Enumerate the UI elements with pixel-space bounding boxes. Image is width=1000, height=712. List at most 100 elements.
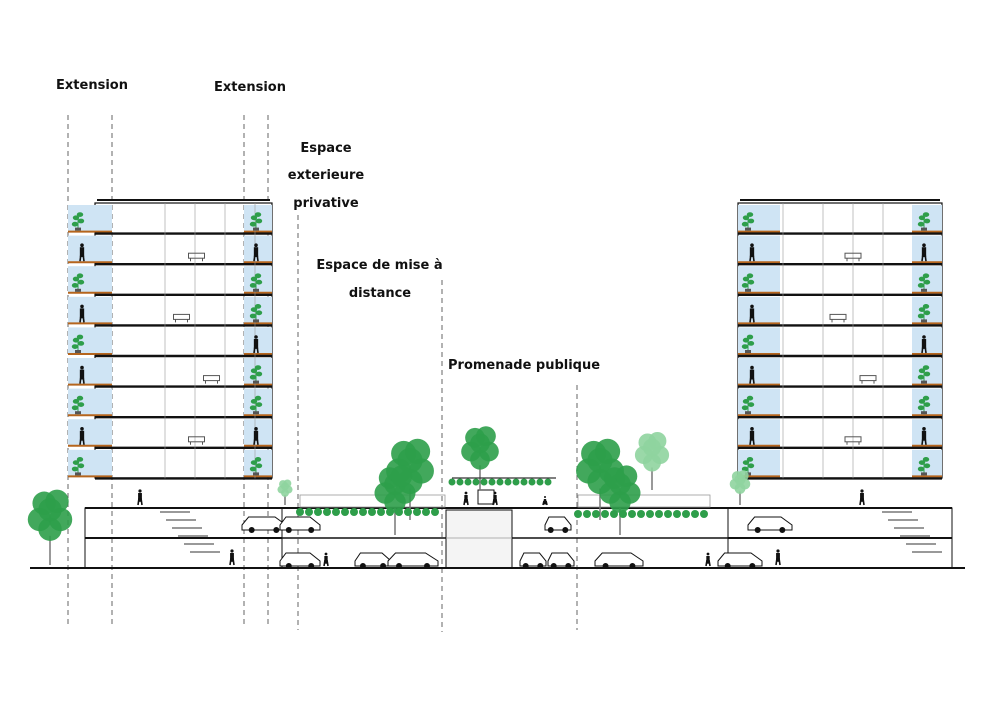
plant-leaf bbox=[250, 460, 258, 465]
car-icon bbox=[241, 516, 287, 533]
plant-icon bbox=[917, 395, 931, 415]
plant-leaf bbox=[922, 365, 930, 370]
plant-leaf bbox=[255, 310, 263, 316]
pergola-leaf bbox=[464, 478, 472, 486]
plant-leaf bbox=[249, 221, 257, 227]
plant-pot bbox=[253, 380, 259, 384]
person-leg bbox=[921, 253, 924, 262]
plant-pot bbox=[921, 380, 927, 384]
espace-exterieure-label-line2: exterieure bbox=[287, 168, 365, 183]
person-leg bbox=[256, 345, 259, 354]
person-leg bbox=[775, 558, 778, 566]
person-head bbox=[254, 335, 258, 339]
person-head bbox=[80, 365, 84, 370]
plant-leaf bbox=[746, 334, 754, 340]
hedge-leaf bbox=[664, 510, 672, 518]
tree-foliage bbox=[594, 438, 621, 464]
hedge-leaf bbox=[422, 508, 430, 516]
plant-leaf bbox=[923, 402, 931, 407]
glazing-bay bbox=[912, 358, 942, 385]
glazing-bay bbox=[244, 266, 272, 293]
plant-leaf bbox=[918, 460, 926, 465]
plant-leaf bbox=[742, 337, 750, 343]
person-leg bbox=[924, 437, 927, 445]
plant-leaf bbox=[747, 463, 755, 469]
person-leg bbox=[253, 437, 256, 445]
person-leg bbox=[463, 498, 466, 506]
tree-foliage bbox=[390, 465, 413, 488]
person-leg bbox=[542, 500, 545, 506]
person-body bbox=[749, 430, 755, 441]
plant-leaf bbox=[741, 405, 749, 411]
person-icon bbox=[323, 552, 329, 567]
car-body bbox=[279, 516, 321, 531]
hedge-leaf bbox=[368, 508, 376, 516]
person-leg bbox=[749, 314, 752, 323]
plant-leaf bbox=[255, 402, 263, 407]
plant-leaf bbox=[917, 283, 925, 288]
hedge-leaf bbox=[305, 508, 313, 516]
person-leg bbox=[82, 375, 85, 384]
car-body bbox=[519, 552, 547, 567]
hedge-leaf bbox=[700, 510, 708, 518]
plant-icon bbox=[71, 273, 85, 292]
plant-leaf bbox=[249, 466, 257, 472]
person-head bbox=[544, 496, 546, 498]
plant-leaf bbox=[918, 215, 926, 221]
person-icon bbox=[749, 243, 755, 262]
person-body bbox=[138, 493, 142, 502]
person-leg bbox=[466, 498, 469, 506]
extension-right-label: Extension bbox=[214, 80, 286, 95]
person-icon bbox=[775, 549, 781, 566]
plant-leaf bbox=[250, 276, 258, 282]
plant-icon bbox=[917, 212, 931, 231]
plant-leaf bbox=[918, 368, 926, 374]
plant-leaf bbox=[250, 399, 258, 404]
plant-leaf bbox=[923, 310, 931, 316]
plant-pot bbox=[921, 411, 927, 415]
pergola-leaf bbox=[480, 478, 488, 486]
plant-icon bbox=[917, 273, 931, 292]
plant-leaf bbox=[71, 466, 79, 472]
pergola-leaf bbox=[488, 478, 496, 486]
person-head bbox=[922, 335, 926, 339]
person-head bbox=[706, 552, 710, 556]
plant-icon bbox=[249, 457, 263, 476]
tree-icon bbox=[599, 465, 641, 535]
plant-leaf bbox=[742, 460, 750, 465]
person-body bbox=[493, 495, 497, 503]
hedge-leaf bbox=[628, 510, 636, 518]
plant-pot bbox=[745, 227, 751, 231]
car-icon bbox=[594, 552, 644, 569]
plant-leaf bbox=[741, 283, 749, 288]
hedge-leaf bbox=[413, 508, 421, 516]
plant-icon bbox=[249, 273, 263, 292]
furniture-icon bbox=[203, 375, 220, 384]
table bbox=[203, 375, 220, 382]
hedge-leaf bbox=[350, 508, 358, 516]
plant-leaf bbox=[746, 457, 754, 462]
hedge-leaf bbox=[314, 508, 322, 516]
plant-leaf bbox=[250, 368, 258, 374]
person-leg bbox=[495, 498, 498, 506]
plant-leaf bbox=[249, 374, 257, 380]
plant-leaf bbox=[250, 215, 258, 221]
plant-leaf bbox=[76, 273, 84, 279]
person-leg bbox=[82, 437, 85, 445]
plant-leaf bbox=[255, 371, 263, 377]
car-icon bbox=[279, 516, 321, 533]
plant-leaf bbox=[77, 279, 85, 285]
tree-foliage bbox=[283, 479, 292, 488]
plant-leaf bbox=[76, 334, 84, 340]
espace-exterieure-label-line3: privative bbox=[293, 196, 359, 211]
plant-leaf bbox=[254, 212, 262, 218]
plant-leaf bbox=[72, 337, 80, 343]
table bbox=[173, 313, 190, 320]
plant-leaf bbox=[746, 395, 754, 401]
hedge-leaf bbox=[592, 510, 600, 518]
person-icon bbox=[137, 489, 143, 506]
plant-leaf bbox=[917, 313, 925, 319]
person-icon bbox=[749, 304, 755, 323]
plant-pot bbox=[253, 472, 259, 476]
